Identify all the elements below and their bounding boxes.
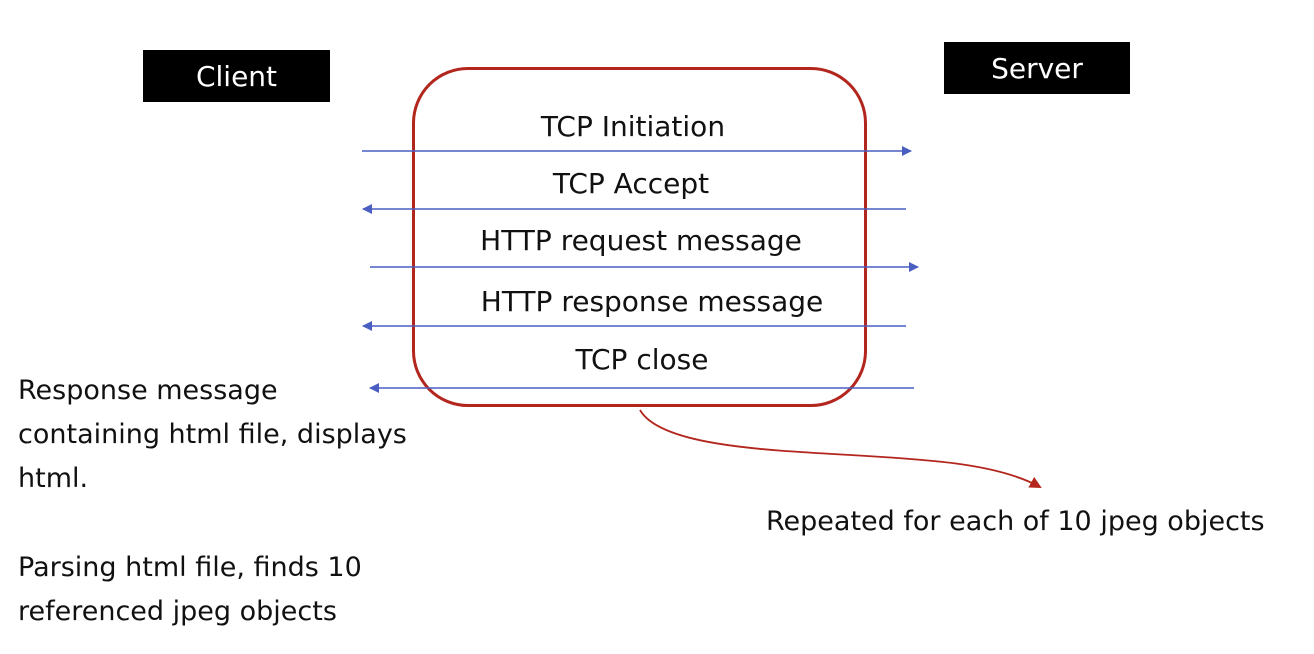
message-label-tcp-initiation: TCP Initiation (540, 110, 726, 143)
message-label-tcp-close: TCP close (575, 343, 709, 376)
server-box: Server (944, 42, 1130, 94)
response-note-line: html. (18, 463, 89, 494)
parsing-note: Parsing html file, finds 10 referenced j… (18, 546, 362, 634)
client-box: Client (143, 50, 330, 102)
message-label-http-response: HTTP response message (480, 285, 824, 318)
server-label: Server (991, 51, 1083, 85)
response-note-line: containing html file, displays (18, 419, 407, 450)
repeat-loop-box (412, 67, 867, 407)
message-label-tcp-accept: TCP Accept (552, 167, 710, 200)
message-label-http-request: HTTP request message (480, 224, 802, 257)
response-note-line: Response message (18, 375, 278, 406)
repeat-note: Repeated for each of 10 jpeg objects (766, 506, 1265, 537)
parsing-note-line: Parsing html file, finds 10 (18, 552, 362, 583)
parsing-note-line: referenced jpeg objects (18, 596, 337, 627)
response-note: Response message containing html file, d… (18, 369, 407, 501)
client-label: Client (195, 59, 278, 93)
repeat-connector-arrow (639, 409, 1042, 488)
